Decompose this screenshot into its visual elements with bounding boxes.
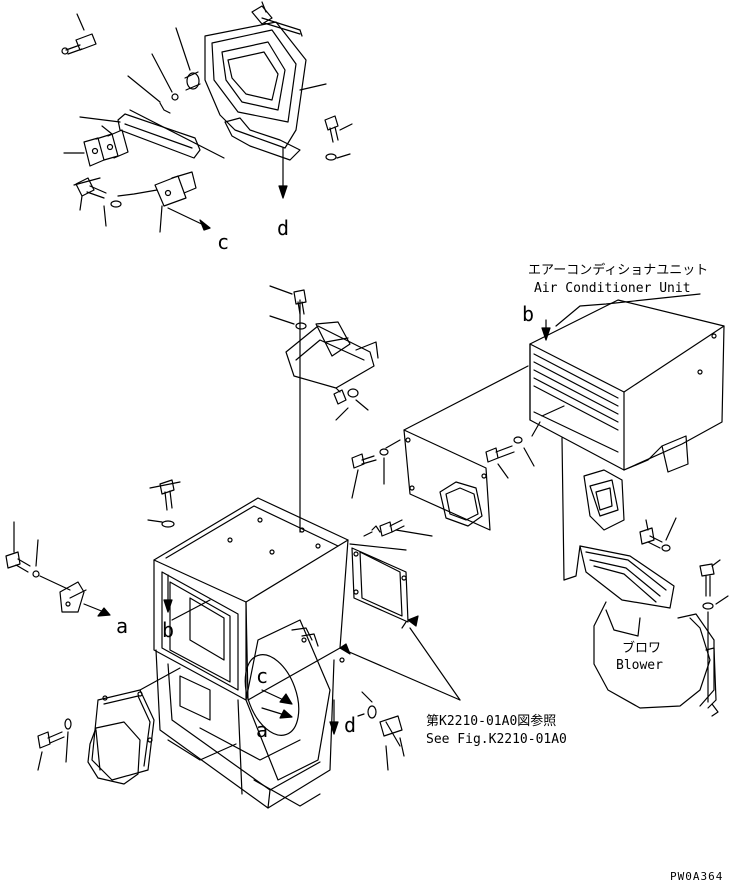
main-frame-box [147, 299, 461, 809]
connector-label-a-box: a [256, 718, 269, 742]
figure-code: PW0A364 [670, 870, 724, 883]
blower-unit [563, 517, 729, 717]
connector-label-d-box: d [344, 713, 357, 737]
ac-unit-label-ja: エアーコンディショナユニット [528, 263, 709, 278]
air-conditioner-unit [529, 293, 725, 581]
connector-label-c-box: c [256, 664, 269, 688]
left-bracket [5, 521, 111, 617]
top-bracket-assembly [61, 1, 353, 233]
connector-label-b-unit: b [522, 302, 535, 326]
reference-label-en: See Fig.K2210-01A0 [426, 732, 567, 747]
blower-label-ja: ブロワ [622, 641, 662, 656]
filter-plate [349, 519, 461, 701]
blower-label-en: Blower [616, 658, 663, 673]
connector-label-d-top: d [277, 216, 290, 240]
lower-duct [37, 667, 181, 785]
center-bracket [269, 285, 379, 421]
lower-right-bolts [357, 691, 405, 771]
reference-label-ja: 第K2210-01A0図参照 [426, 714, 557, 729]
connector-label-c-top: c [217, 230, 230, 254]
connector-label-a-left: a [116, 614, 129, 638]
connector-label-b-box: b [162, 618, 175, 642]
ac-unit-label-en: Air Conditioner Unit [534, 281, 691, 296]
side-cover-plate [351, 365, 535, 531]
